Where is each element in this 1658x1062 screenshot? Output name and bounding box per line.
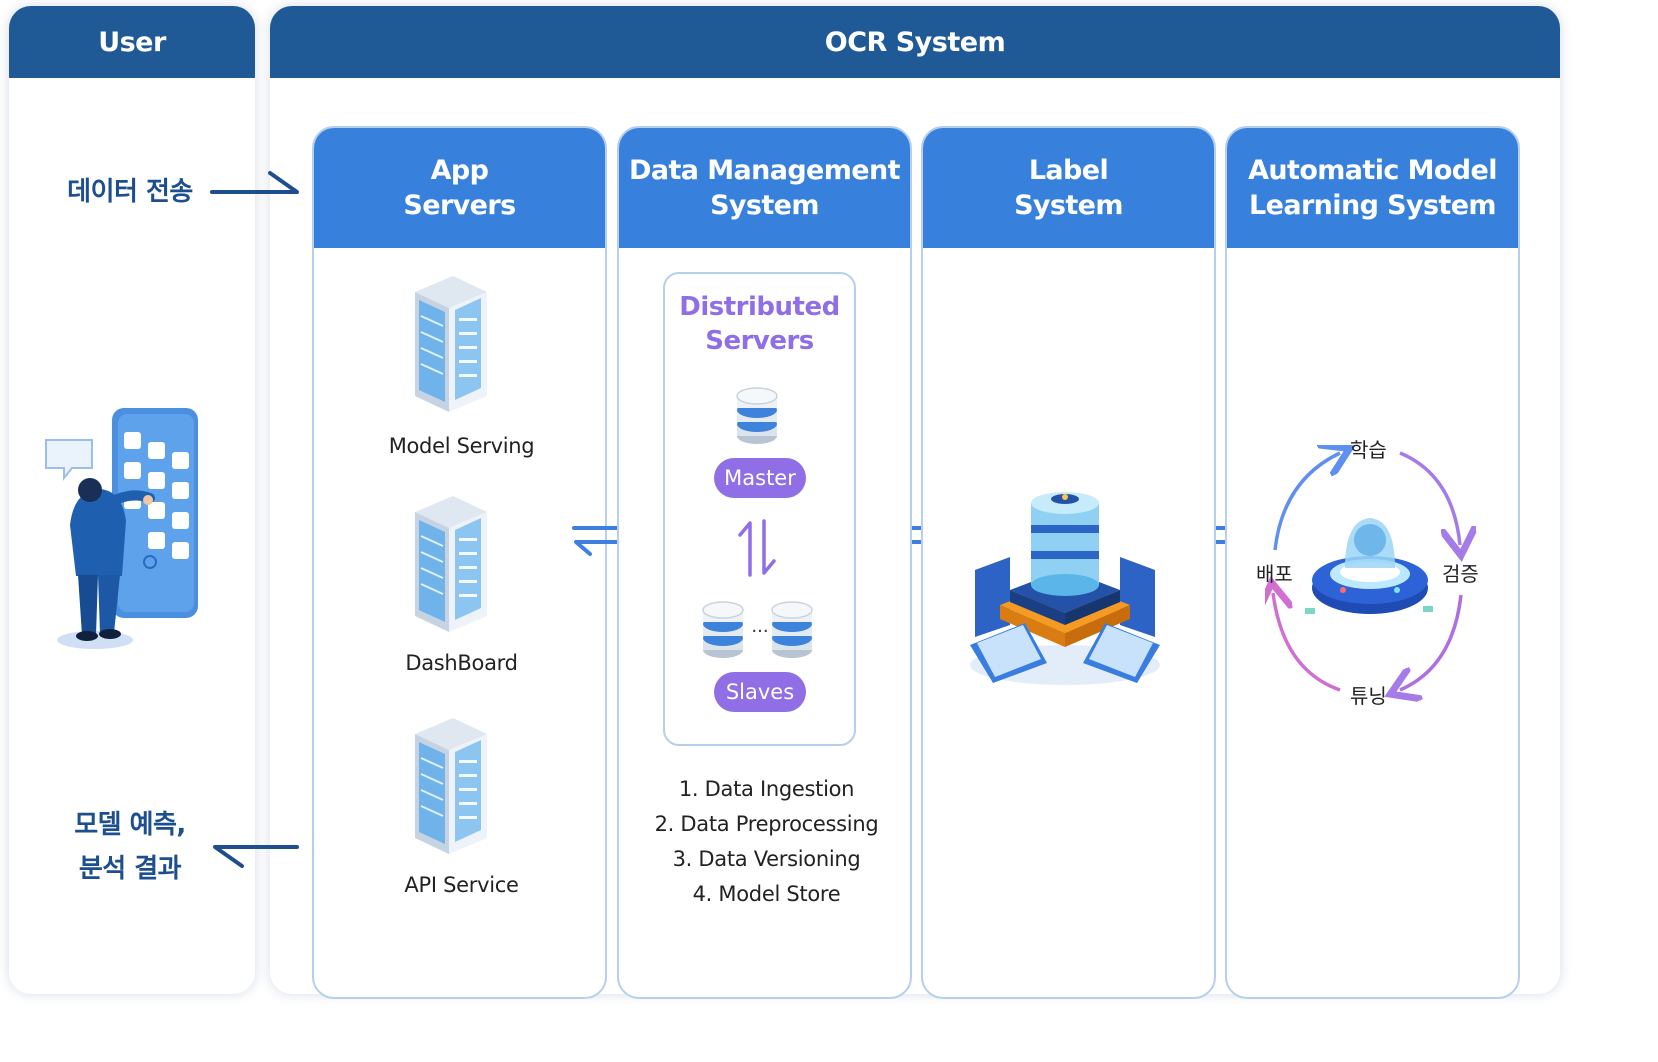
cycle-deploy-label: 배포 <box>1256 562 1293 586</box>
dashboard-label: DashBoard <box>405 651 518 675</box>
distributed-servers-box <box>663 272 856 746</box>
result-arrow-icon <box>213 845 299 868</box>
step-item: 2. Data Preprocessing <box>654 812 879 836</box>
database-icon <box>771 601 813 658</box>
database-icon <box>736 387 778 444</box>
learning-cycle-icon <box>1265 445 1480 705</box>
step-item: 1. Data Ingestion <box>678 777 855 801</box>
server-rack-icon <box>415 496 487 632</box>
cycle-tuning-label: 튜닝 <box>1350 684 1387 708</box>
slaves-badge: Slaves <box>714 672 806 712</box>
prediction-result-label: 모델 예측, 분석 결과 <box>74 810 186 884</box>
ai-core-icon <box>1305 518 1433 614</box>
label-system-title: Label System <box>923 128 1214 248</box>
app-servers-title: App Servers <box>314 128 605 248</box>
server-rack-icon <box>415 718 487 854</box>
send-arrow-icon <box>210 171 299 194</box>
model-serving-label: Model Serving <box>388 434 535 458</box>
data-management-column: Data Management System Distributed Serve… <box>617 126 912 999</box>
user-panel: User <box>9 6 255 994</box>
label-system-icon <box>970 492 1160 685</box>
slaves-ellipsis: ... <box>751 616 769 637</box>
distributed-servers-title: Distributed Servers <box>679 292 840 356</box>
cycle-validate-label: 검증 <box>1442 562 1479 586</box>
database-icon <box>702 601 744 658</box>
api-service-label: API Service <box>404 873 519 897</box>
auto-learning-title: Automatic Model Learning System <box>1227 128 1518 248</box>
person-touch-icon <box>45 408 198 649</box>
cycle-learn-label: 학습 <box>1350 438 1387 462</box>
step-item: 4. Model Store <box>692 882 841 906</box>
data-management-title: Data Management System <box>619 128 910 248</box>
user-panel-title: User <box>9 6 255 78</box>
ocr-system-title: OCR System <box>270 6 1560 78</box>
master-badge: Master <box>714 458 806 498</box>
step-item: 3. Data Versioning <box>672 847 861 871</box>
master-slave-arrows-icon <box>738 519 776 577</box>
data-send-label: 데이터 전송 <box>67 177 193 207</box>
server-rack-icon <box>415 276 487 412</box>
data-steps-list: 1. Data Ingestion 2. Data Preprocessing … <box>619 772 910 912</box>
